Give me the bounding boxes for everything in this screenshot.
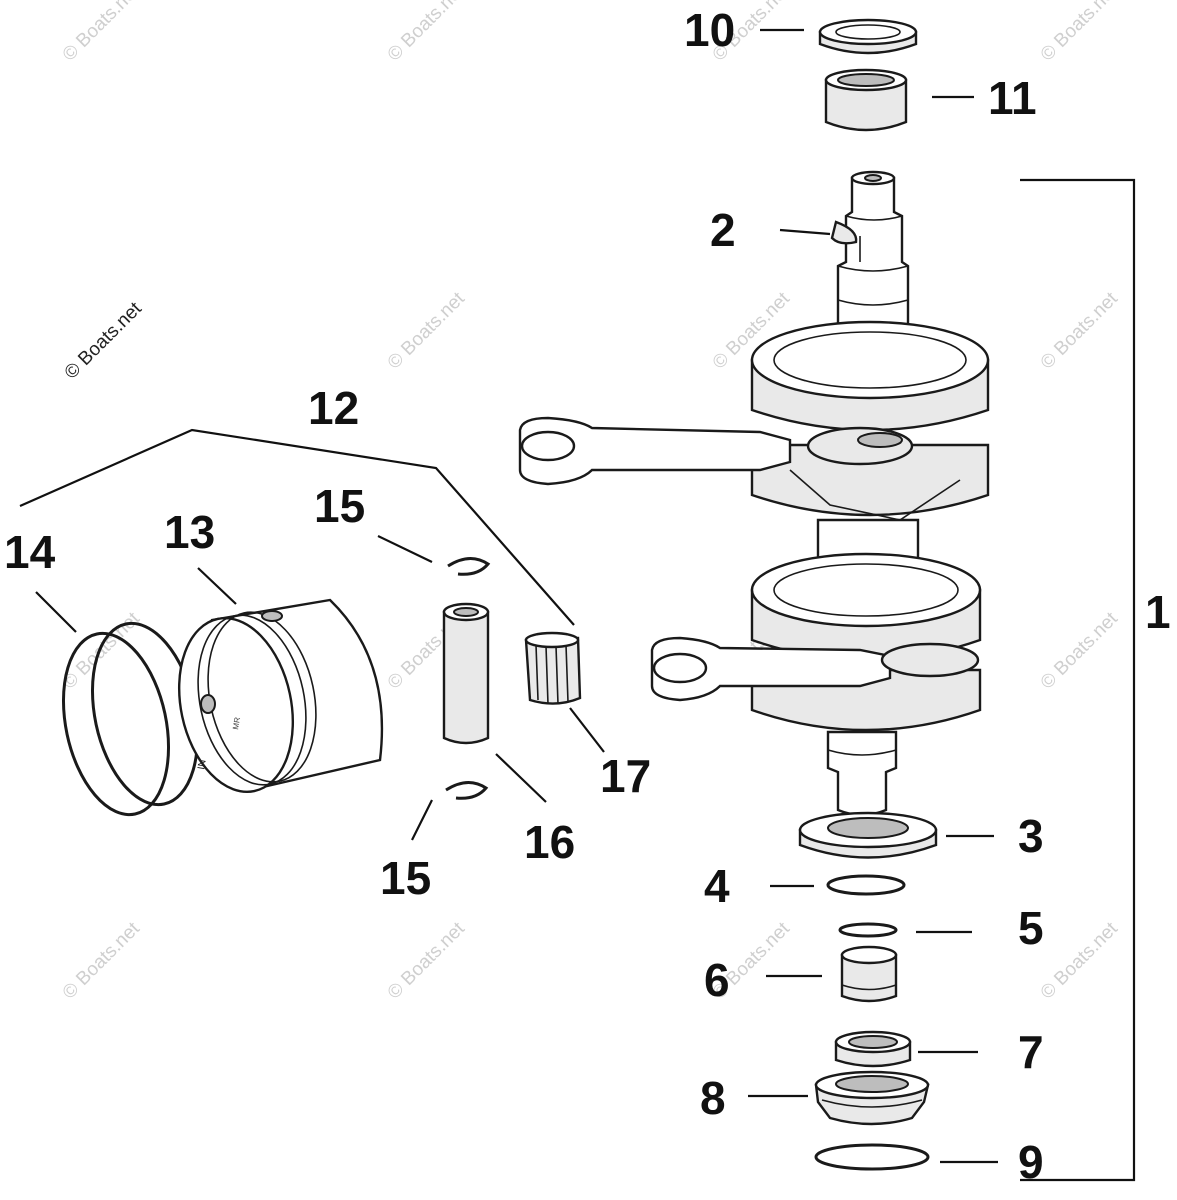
callout-15-top: 15	[314, 480, 365, 532]
callout-7: 7	[1018, 1026, 1044, 1078]
part-15-circlip-bottom	[445, 781, 489, 800]
callout-5: 5	[1018, 902, 1044, 954]
piston-kit-bracket	[19, 428, 575, 626]
callout-12: 12	[308, 382, 359, 434]
part-3-bearing	[798, 811, 938, 859]
callout-10: 10	[684, 4, 735, 56]
part-2-key	[830, 220, 858, 245]
leader-lines	[35, 28, 998, 1164]
part-11-bearing	[824, 68, 908, 132]
callout-11: 11	[988, 72, 1037, 124]
callout-2: 2	[710, 204, 736, 256]
part-4-retaining-ring	[826, 874, 906, 896]
piston-mark-mr: MR	[231, 716, 242, 730]
callout-4: 4	[704, 860, 730, 912]
callout-1: 1	[1145, 586, 1171, 638]
callout-numbers: 1 2 3 4 5 6 7 8 9 10 11 12 13 14 15 15 1…	[4, 4, 1171, 1188]
callout-17: 17	[600, 750, 651, 802]
watermark: © Boats.net	[384, 918, 470, 1004]
piston-mark-in: IN	[196, 759, 209, 771]
watermark: © Boats.net	[384, 0, 470, 66]
callout-3: 3	[1018, 810, 1044, 862]
callout-8: 8	[700, 1072, 726, 1124]
watermark: © Boats.net	[1037, 918, 1123, 1004]
callout-6: 6	[704, 954, 730, 1006]
part-17-needle-bearing	[524, 631, 582, 705]
crankshaft-assembly	[518, 170, 990, 817]
part-8-seal-housing	[814, 1070, 930, 1126]
callout-15-bottom: 15	[380, 852, 431, 904]
watermark: © Boats.net	[1037, 0, 1123, 66]
callout-9: 9	[1018, 1136, 1044, 1188]
part-16-wrist-pin	[442, 602, 490, 745]
part-5-o-ring	[838, 922, 898, 938]
watermark: © Boats.net	[1037, 608, 1123, 694]
part-13-piston: IN MR	[177, 598, 384, 794]
copyright-watermark: © Boats.net	[61, 298, 147, 384]
watermark: © Boats.net	[59, 0, 145, 66]
part-6-sleeve	[840, 945, 898, 1003]
watermark: © Boats.net	[59, 608, 145, 694]
callout-14: 14	[4, 526, 56, 578]
watermark: © Boats.net	[59, 918, 145, 1004]
part-9-gasket	[814, 1143, 930, 1171]
part-15-circlip-top	[447, 557, 491, 576]
watermark: © Boats.net	[1037, 288, 1123, 374]
callout-16: 16	[524, 816, 575, 868]
part-7-seal	[834, 1030, 912, 1068]
assembly-bracket	[1020, 178, 1136, 1182]
part-10-seal	[818, 18, 918, 55]
watermark: © Boats.net	[384, 288, 470, 374]
callout-13: 13	[164, 506, 215, 558]
